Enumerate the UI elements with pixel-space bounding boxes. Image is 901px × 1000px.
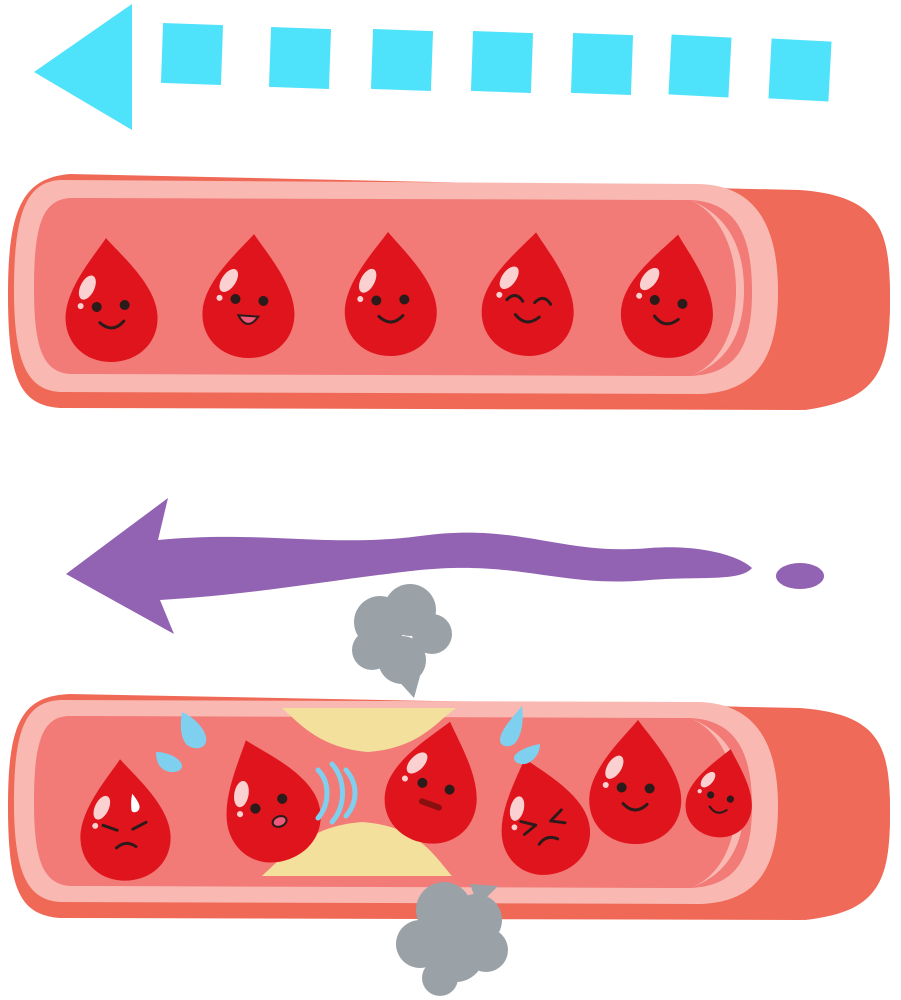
smoke-cloud-icon — [396, 882, 508, 996]
healthy-blood-cells — [65, 232, 713, 362]
wavy-left-arrow-icon — [66, 498, 824, 634]
bottom-blood-cell-2 — [226, 740, 321, 863]
bottom-blood-cell-3 — [384, 721, 477, 844]
bottom-blood-cell-5 — [589, 720, 682, 844]
top-blood-cell-5 — [620, 234, 713, 358]
bottom-blood-cell-1 — [80, 759, 171, 881]
dashed-left-arrow-icon — [34, 4, 832, 130]
plaque-deposit — [262, 708, 456, 876]
sweat-drop-icon — [156, 706, 540, 773]
bottom-blood-cell-6 — [685, 749, 752, 838]
stressed-blood-cells — [80, 720, 752, 881]
motion-lines-icon — [315, 761, 358, 825]
top-blood-cell-4 — [481, 232, 574, 356]
bottom-blood-cell-4 — [501, 758, 590, 875]
smoke-cloud-icon — [352, 584, 452, 698]
top-blood-cell-2 — [202, 234, 295, 358]
top-blood-cell-1 — [65, 238, 158, 362]
top-blood-cell-3 — [344, 232, 437, 356]
